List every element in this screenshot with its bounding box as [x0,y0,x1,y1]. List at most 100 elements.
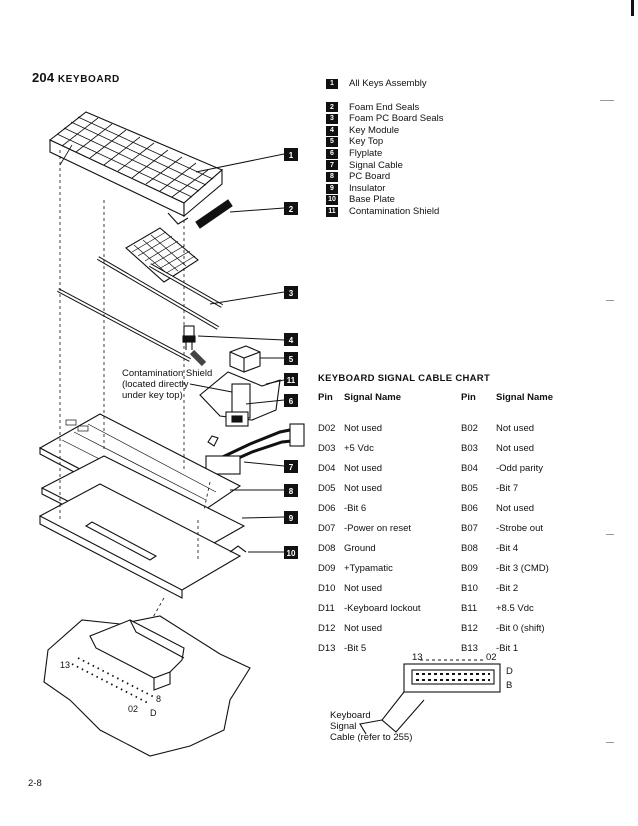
foam-end-seal-drawing [195,199,233,229]
pin-cell: D10 [318,582,336,594]
pin-cell: D11 [318,602,335,614]
parts-list-item: 1 All Keys Assembly [326,78,444,90]
signal-cell: -Bit 0 (shift) [496,622,545,634]
pin-cell: B04 [461,462,478,474]
connector-row-b-label: B [506,680,513,691]
signal-cell: -Strobe out [496,522,543,534]
cable-caption-line: Keyboard [330,710,371,721]
pc-board-detail-drawing [43,615,251,757]
signal-cell: +Typamatic [344,562,393,574]
contamination-shield-drawing [199,371,281,427]
connector-pin-02-label: 02 [486,652,497,663]
part-name: Key Module [349,124,400,136]
part-name: All Keys Assembly [349,78,427,89]
parts-list-item: 8 PC Board [326,171,444,183]
callout-number: 5 [289,355,294,364]
key-module-drawing [182,325,196,350]
signal-cell: Not used [344,582,383,594]
pin-cell: B06 [461,502,478,514]
part-name: Base Plate [349,194,395,206]
shield-note-line: Contamination Shield [122,368,213,379]
signal-cell: -Bit 6 [344,502,367,514]
board-label-d: D [150,708,157,718]
header-signal-name: Signal Name [496,392,554,403]
callout-number: 8 [289,487,294,496]
signal-cell: Not used [344,482,383,494]
pin-cell: D07 [318,522,336,534]
callout-number: 1 [289,151,294,160]
parts-list-item: 4 Key Module [326,125,444,137]
all-keys-assembly-drawing [48,111,224,225]
part-number-badge: 6 [326,148,338,159]
pin-cell: D06 [318,502,336,514]
signal-cell: Not used [344,422,383,434]
part-number-badge: 1 [326,78,338,89]
pin-cell: D04 [318,462,336,474]
section-number: 204 [32,70,55,85]
pin-cell: D03 [318,442,336,454]
signal-chart-title: KEYBOARD SIGNAL CABLE CHART [318,373,491,384]
section-name: KEYBOARD [57,74,120,85]
part-name: Foam End Seals [349,101,420,113]
connector-row-d-label: D [506,666,513,677]
connector-pin-13-label: 13 [412,652,423,663]
board-label-13: 13 [60,660,70,670]
base-plate-drawing [38,483,247,599]
page-number: 2-8 [28,778,42,789]
part-number-badge: 9 [326,183,338,194]
signal-cell: Ground [344,542,376,554]
signal-cell: Not used [496,502,535,514]
page-edge-mark [631,0,634,16]
callout-number: 3 [289,289,294,298]
callout-number: 9 [289,514,294,523]
pin-cell: D12 [318,622,336,634]
pin-cell: B12 [461,622,478,634]
section-title: 204 KEYBOARD [32,70,120,85]
pin-cell: B05 [461,482,478,494]
part-number-badge: 4 [326,125,338,136]
part-number-badge: 11 [326,206,338,217]
header-pin: Pin [318,392,333,403]
signal-cell: -Bit 5 [344,642,367,654]
board-label-8: 8 [156,694,161,704]
cable-caption-line: Cable (refer to 255) [330,732,413,743]
pin-cell: D02 [318,422,336,434]
callout-badges [284,148,298,559]
pin-cell: B09 [461,562,478,574]
part-number-badge: 8 [326,171,338,182]
signal-cell: -Keyboard lockout [344,602,421,614]
part-name: PC Board [349,171,391,183]
signal-chart-header: Pin Signal Name Pin Signal Name [318,392,576,408]
key-module-grid-drawing [125,227,199,283]
cable-caption: Keyboard Signal Cable (refer to 255) [330,710,412,743]
callout-number: 4 [289,336,294,345]
signal-cell: -Bit 4 [496,542,519,554]
pin-cell: D05 [318,482,336,494]
header-pin: Pin [461,392,476,403]
part-name: Key Top [349,136,384,148]
signal-cell: -Odd parity [496,462,543,474]
signal-cell: Not used [496,442,535,454]
callout-number: 2 [289,205,294,214]
pin-cell: B11 [461,602,478,614]
signal-cell: -Bit 3 (CMD) [496,562,549,574]
part-number-badge: 7 [326,160,338,171]
